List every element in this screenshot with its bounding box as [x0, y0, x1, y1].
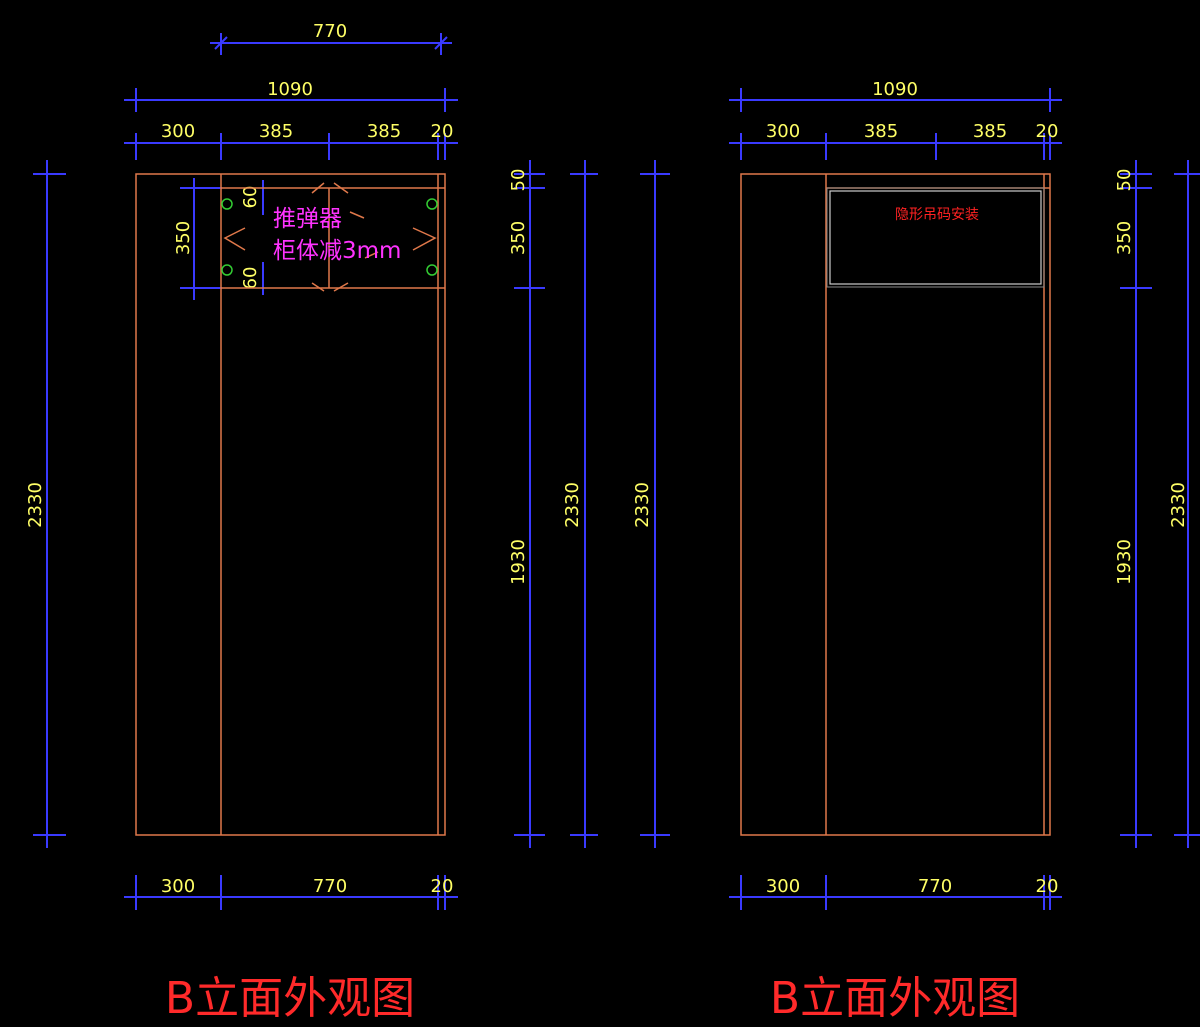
dim-top-770-label: 770	[313, 21, 347, 42]
dim-seg-385b-label: 385	[367, 121, 401, 142]
right-view-title: B立面外观图	[769, 973, 1021, 1024]
dim-bottom-right: 300 770 20	[729, 875, 1062, 910]
dim-seg-300-right-label: 300	[766, 121, 800, 142]
dim-bottom-300-label: 300	[161, 876, 195, 897]
right-edge-dims: 50 350 1930 2330	[1114, 160, 1200, 848]
dim-height-2330: 2330	[25, 160, 66, 848]
dim-right-50-label: 50	[1114, 169, 1135, 192]
dim-height-2330-label: 2330	[25, 482, 46, 528]
dim-350-label: 350	[173, 221, 194, 255]
right-cabinet-outline	[740, 173, 1051, 836]
dim-mid-350-label: 350	[508, 221, 529, 255]
dim-seg-20-right-label: 20	[1036, 121, 1059, 142]
left-cabinet-outline	[135, 173, 446, 836]
dim-bottom-20-label: 20	[431, 876, 454, 897]
dim-seg-385b-right-label: 385	[973, 121, 1007, 142]
dim-segments: 300 385 385 20	[124, 121, 458, 160]
dim-mid-50-label: 50	[508, 169, 529, 192]
note-cabinet-minus-3mm: 柜体减3mm	[273, 238, 401, 264]
middle-height-dims: 50 350 1930 2330 2330	[508, 160, 670, 848]
hinge-marker	[221, 198, 233, 210]
dim-seg-385a-right-label: 385	[864, 121, 898, 142]
dim-350: 350	[173, 178, 222, 300]
dim-right-2330-label: 2330	[1168, 482, 1189, 528]
note-push-latch: 推弹器	[273, 206, 342, 232]
dim-60-bottom-label: 60	[240, 267, 261, 290]
dim-bottom-20-right-label: 20	[1036, 876, 1059, 897]
dim-segments-right: 300 385 385 20	[729, 121, 1062, 160]
hinge-marker	[426, 198, 438, 210]
left-view-title: B立面外观图	[164, 973, 416, 1024]
note-hidden-hanger: 隐形吊码安装	[895, 207, 979, 223]
dim-seg-300-label: 300	[161, 121, 195, 142]
dim-bottom-770-right-label: 770	[918, 876, 952, 897]
dim-right-1930-label: 1930	[1114, 539, 1135, 585]
dim-right-350-label: 350	[1114, 221, 1135, 255]
dim-bottom-770-label: 770	[313, 876, 347, 897]
dim-mid-2330a-label: 2330	[562, 482, 583, 528]
dim-total-1090-label: 1090	[267, 79, 313, 100]
right-elevation-view: 1090 300 385 385 20 隐形吊码安装	[729, 79, 1200, 910]
dim-60-top-label: 60	[240, 186, 261, 209]
left-elevation-view: 770 1090 300 385 385 20 2330	[25, 21, 458, 910]
dim-mid-2330b-label: 2330	[632, 482, 653, 528]
hinge-markers	[221, 198, 438, 276]
dim-total-1090: 1090	[124, 79, 458, 112]
dim-bottom: 300 770 20	[124, 875, 458, 910]
dim-total-1090-right: 1090	[729, 79, 1062, 112]
dim-60-pair: 60 60	[240, 180, 264, 295]
hinge-marker	[426, 264, 438, 276]
dim-total-1090-right-label: 1090	[872, 79, 918, 100]
dim-seg-20-label: 20	[431, 121, 454, 142]
dim-bottom-300-right-label: 300	[766, 876, 800, 897]
dim-top-770: 770	[210, 21, 452, 55]
dim-mid-1930-label: 1930	[508, 539, 529, 585]
hinge-marker	[221, 264, 233, 276]
dim-seg-385a-label: 385	[259, 121, 293, 142]
